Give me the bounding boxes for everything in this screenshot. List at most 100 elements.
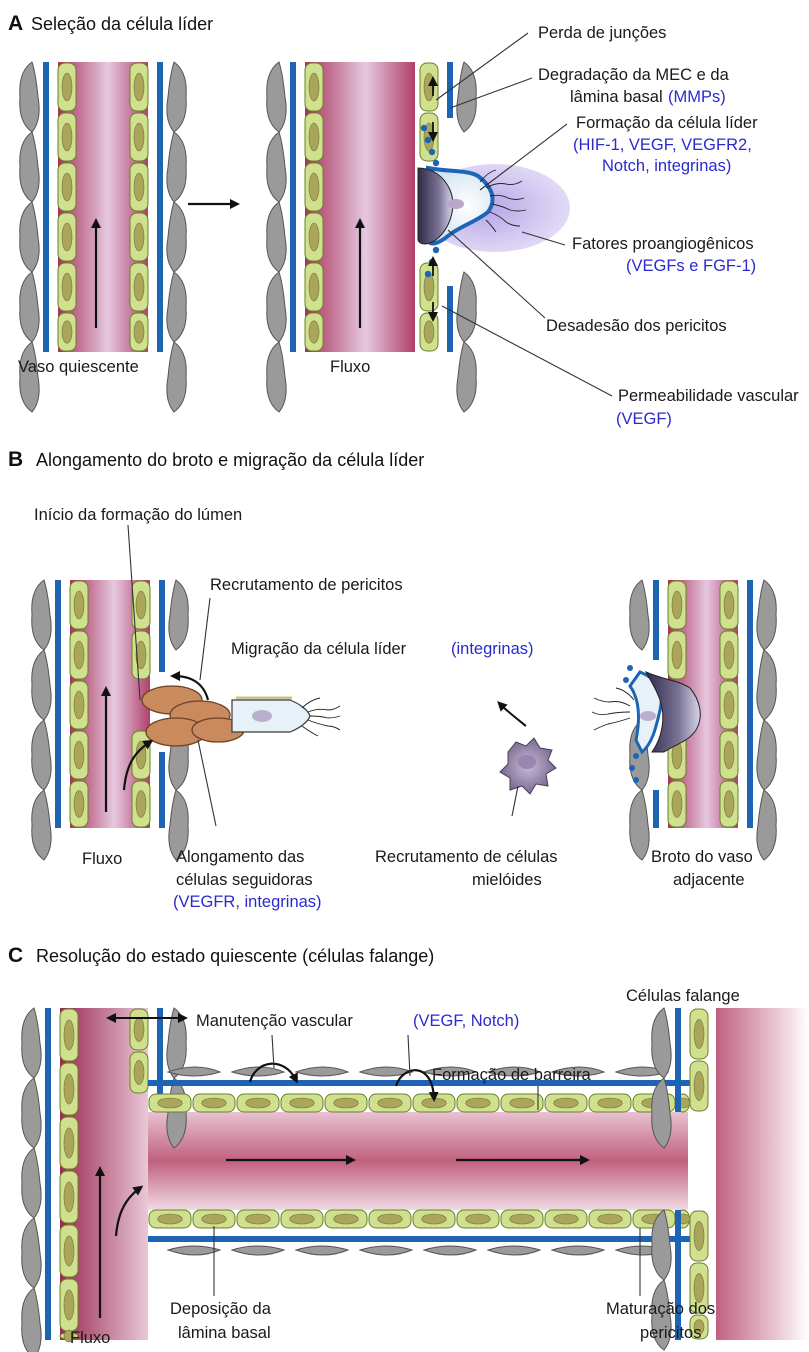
pericyte — [22, 1148, 41, 1218]
pericyte — [32, 580, 51, 650]
label-stalk-elongation-2: células seguidoras — [176, 871, 313, 889]
label-tip-formation-blue-1: (HIF-1, VEGF, VEGFR2, — [573, 136, 752, 154]
pericyte — [168, 1246, 220, 1255]
label-basal-lamina-1: Deposição da — [170, 1300, 272, 1318]
label-stalk-elongation-blue: (VEGFR, integrinas) — [173, 893, 322, 911]
pericyte — [267, 132, 286, 202]
label-pericyte-detachment: Desadesão dos pericitos — [546, 317, 727, 335]
pericyte — [32, 790, 51, 860]
label-quiescent-vessel: Vaso quiescente — [18, 358, 139, 376]
label-lumen-start: Início da formação do lúmen — [34, 506, 242, 524]
pericyte — [652, 1008, 671, 1078]
pericyte — [267, 62, 286, 132]
label-maintenance-blue: (VEGF, Notch) — [413, 1012, 519, 1030]
label-basal-lamina-2: lâmina basal — [178, 1324, 271, 1342]
pericyte — [22, 1078, 41, 1148]
panel-a: A Seleção da célula líder — [8, 12, 799, 428]
label-maintenance: Manutenção vascular — [196, 1012, 353, 1030]
tip-cell-nucleus — [448, 199, 464, 209]
panel-a-title: Seleção da célula líder — [31, 14, 213, 34]
panel-c-letter: C — [8, 944, 23, 967]
label-permeability-blue: (VEGF) — [616, 410, 672, 428]
pericyte — [22, 1218, 41, 1288]
vessel-wall — [22, 1008, 78, 1352]
panel-b: B Alongamento do broto e migração da cél… — [8, 448, 776, 911]
label-permeability: Permeabilidade vascular — [618, 387, 799, 405]
pericyte — [457, 342, 476, 412]
vessel-wall — [148, 1067, 690, 1112]
vessel-wall — [720, 580, 776, 860]
label-stalk-elongation-1: Alongamento das — [176, 848, 304, 866]
pericyte — [296, 1067, 348, 1076]
pericyte — [167, 62, 186, 132]
pericyte — [167, 132, 186, 202]
pericyte — [630, 580, 649, 650]
label-tip-migration-blue: (integrinas) — [451, 640, 534, 658]
label-ecm-degradation-blue: (MMPs) — [668, 88, 726, 106]
pericyte — [457, 272, 476, 342]
vessel-wall — [148, 1210, 690, 1255]
panel-a-letter: A — [8, 12, 23, 35]
pericyte — [630, 790, 649, 860]
label-proangiogenic: Fatores proangiogênicos — [572, 235, 754, 253]
myeloid-cell — [500, 704, 556, 794]
sprouting-vessel — [32, 580, 340, 860]
label-ecm-degradation: Degradação da MEC e da — [538, 66, 730, 84]
pericyte — [20, 62, 39, 132]
pericyte — [267, 342, 286, 412]
pericyte — [20, 132, 39, 202]
tip-cell-nucleus — [252, 710, 272, 722]
leader-lines — [128, 525, 518, 826]
label-barrier: Formação de barreira — [432, 1066, 591, 1084]
label-tip-formation-blue-2: Notch, integrinas) — [602, 157, 731, 175]
label-flow-c: Fluxo — [70, 1329, 110, 1347]
label-adjacent-1: Broto do vaso — [651, 848, 753, 866]
panel-b-title: Alongamento do broto e migração da célul… — [36, 450, 424, 470]
pericyte — [757, 580, 776, 650]
label-tip-migration: Migração da célula líder — [231, 640, 407, 658]
panel-c-title: Resolução do estado quiescente (células … — [36, 946, 434, 966]
activated-vessel — [267, 62, 570, 412]
label-ecm-degradation-2: lâmina basal — [570, 88, 663, 106]
pericyte — [757, 720, 776, 790]
vessel-wall — [267, 62, 323, 412]
pericyte — [757, 790, 776, 860]
label-phalanx-cells: Células falange — [626, 987, 740, 1005]
pericyte — [167, 202, 186, 272]
vessel-wall — [32, 580, 88, 860]
label-myeloid-2: mielóides — [472, 871, 542, 889]
pericyte — [167, 342, 186, 412]
pericyte — [169, 580, 188, 650]
pericyte — [757, 650, 776, 720]
pericyte — [20, 272, 39, 342]
label-pericyte-recruitment: Recrutamento de pericitos — [210, 576, 403, 594]
pericyte — [167, 272, 186, 342]
panel-b-letter: B — [8, 448, 23, 471]
pericyte — [22, 1288, 41, 1352]
pericyte — [552, 1246, 604, 1255]
pericyte — [32, 720, 51, 790]
pericyte — [232, 1246, 284, 1255]
pericyte — [20, 342, 39, 412]
pericyte — [488, 1246, 540, 1255]
label-pericyte-maturation-1: Maturação dos — [606, 1300, 715, 1318]
pericyte — [267, 202, 286, 272]
pericyte — [22, 1008, 41, 1078]
label-pericyte-maturation-2: pericitos — [640, 1324, 701, 1342]
label-flow: Fluxo — [330, 358, 370, 376]
label-junction-loss: Perda de junções — [538, 24, 666, 42]
panel-c: C Resolução do estado quiescente (célula… — [8, 944, 809, 1352]
pericyte — [296, 1246, 348, 1255]
pericyte — [20, 202, 39, 272]
label-tip-formation: Formação da célula líder — [576, 114, 758, 132]
label-flow-b: Fluxo — [82, 850, 122, 868]
label-myeloid-1: Recrutamento de células — [375, 848, 558, 866]
adjacent-vessel — [592, 580, 776, 860]
label-adjacent-2: adjacente — [673, 871, 745, 889]
label-proangiogenic-blue: (VEGFs e FGF-1) — [626, 257, 756, 275]
pericyte — [360, 1246, 412, 1255]
pericyte — [32, 650, 51, 720]
pericyte — [424, 1246, 476, 1255]
pericyte — [267, 272, 286, 342]
